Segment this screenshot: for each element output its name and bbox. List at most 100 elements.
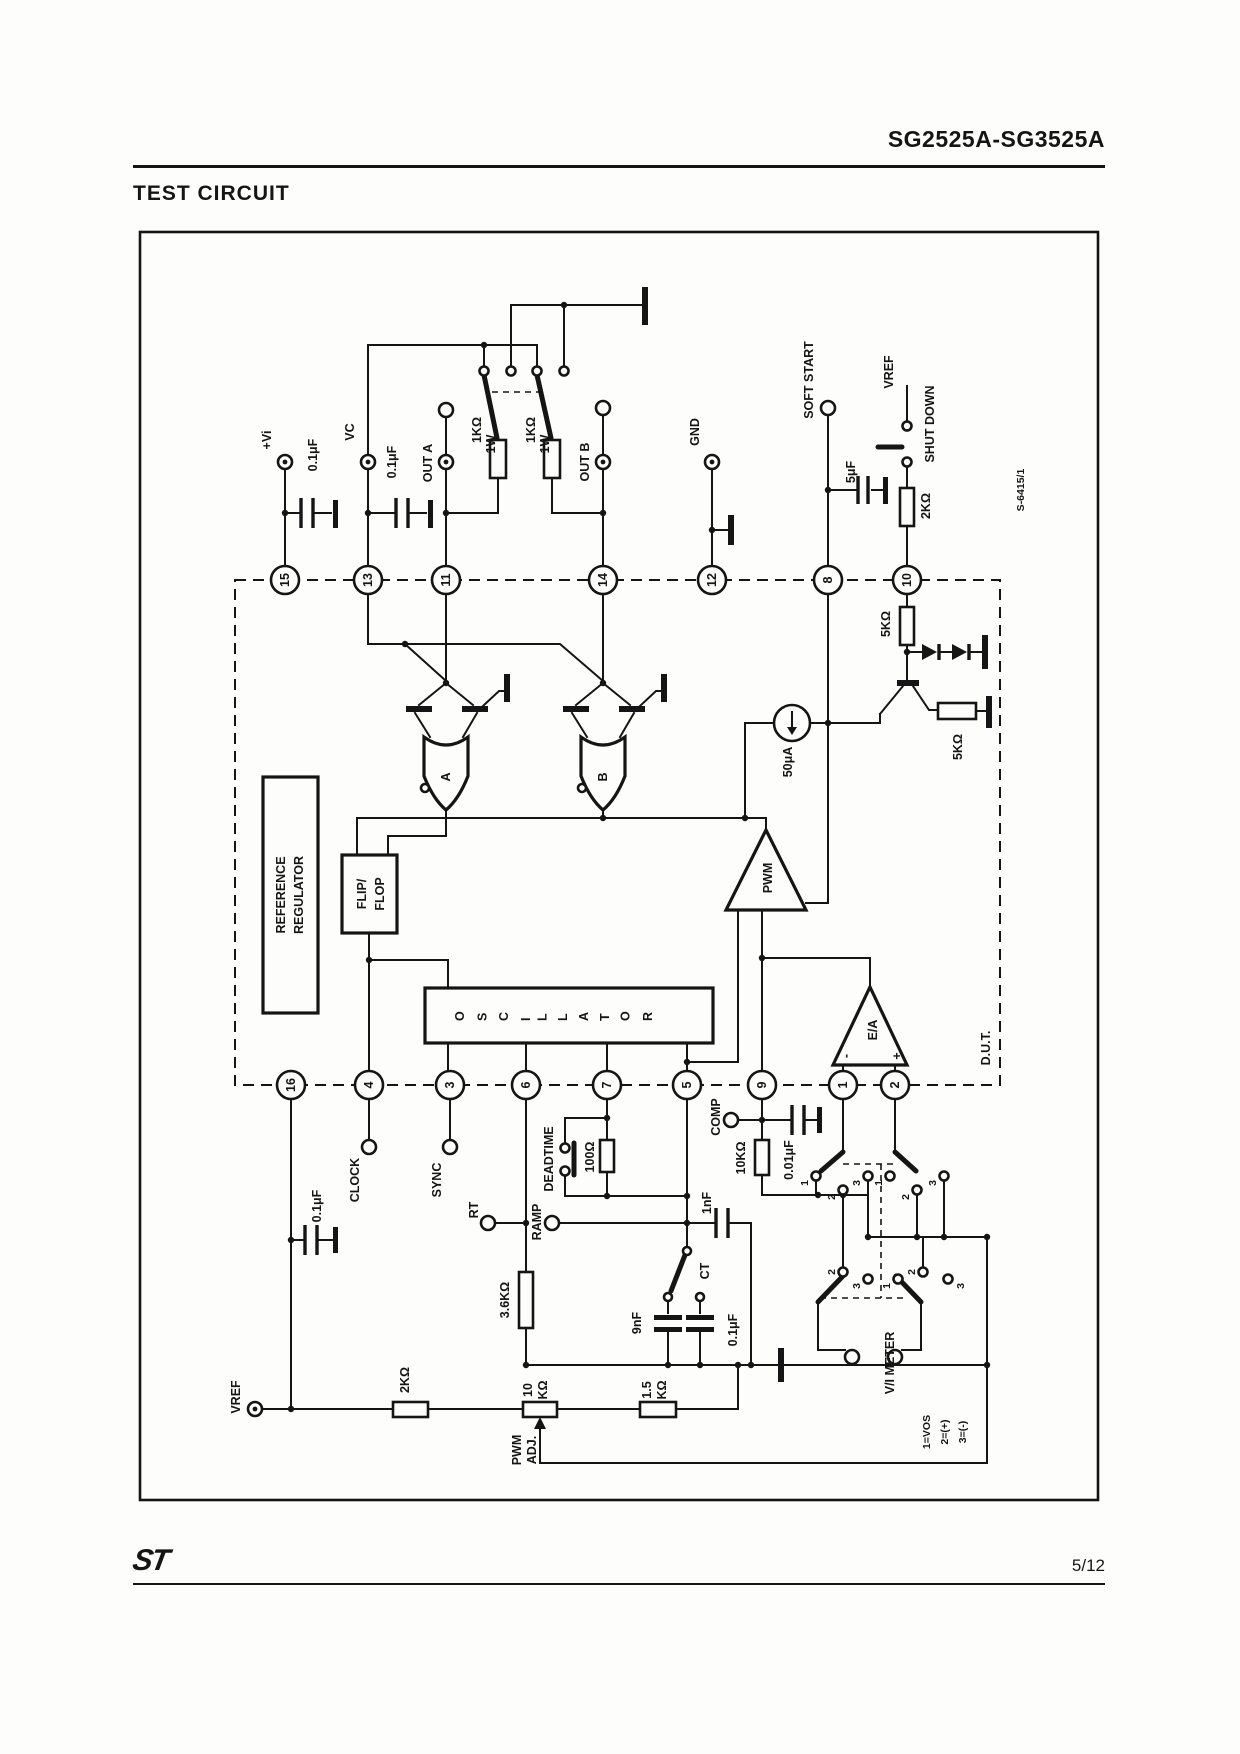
label-pwm-adj-1: PWM — [510, 1435, 524, 1466]
label-ramp: RAMP — [530, 1204, 544, 1241]
cap-ct-a — [654, 1315, 682, 1320]
label-s2-pos1: 1 — [873, 1180, 885, 1186]
resistors — [391, 438, 978, 1419]
resistor-5k-top — [898, 605, 916, 647]
pin-10-number: 10 — [900, 573, 914, 587]
diode-2 — [952, 644, 967, 660]
resistor-load-b — [542, 438, 562, 480]
label-current-source: 50μA — [781, 747, 795, 778]
pin-9-number: 9 — [755, 1081, 769, 1088]
sync-terminal — [441, 1138, 459, 1156]
ground-pin12 — [728, 515, 734, 545]
header-rule — [133, 165, 1105, 168]
capacitors — [299, 476, 870, 1332]
label-gate-a: A — [439, 772, 453, 781]
label-sync: SYNC — [430, 1163, 444, 1198]
label-s3-pos3: 3 — [851, 1283, 863, 1289]
out-a-terminal — [437, 401, 455, 419]
label-vi-meter: V/I METER — [883, 1332, 897, 1395]
label-vref-bottom: VREF — [229, 1380, 243, 1414]
cap-ct-b — [686, 1315, 714, 1320]
pin-13: 13 — [352, 564, 384, 596]
label-vc: VC — [343, 423, 357, 440]
current-source-arrow — [787, 727, 797, 735]
oscillator-block — [423, 986, 715, 1045]
label-r-deadtime: 100Ω — [583, 1142, 597, 1173]
label-cap-comp: 0.01μF — [782, 1140, 796, 1180]
reference-regulator-block — [261, 775, 320, 1015]
label-flop: FLOP — [373, 877, 387, 910]
label-s1-pos1: 1 — [799, 1180, 811, 1186]
ramp-terminal — [543, 1214, 561, 1232]
resistor-load-a — [488, 438, 508, 480]
meter-terminal-2 — [886, 1348, 904, 1366]
label-cap-ct-a: 9nF — [630, 1312, 644, 1335]
label-r1k5-2: KΩ — [655, 1380, 669, 1399]
footer-rule — [133, 1583, 1105, 1585]
label-rt: RT — [467, 1201, 481, 1218]
ground-emitter — [986, 696, 992, 728]
section-title: TEST CIRCUIT — [133, 182, 290, 205]
pin-11: 11 — [430, 564, 462, 596]
ground-bars — [333, 287, 992, 1382]
out-a-jack — [437, 453, 455, 471]
pin-7-number: 7 — [600, 1081, 614, 1088]
label-pot-2: KΩ — [536, 1380, 550, 1399]
pin-14-number: 14 — [596, 573, 610, 587]
label-flip: FLIP/ — [355, 878, 369, 909]
pin-1-number: 1 — [836, 1081, 850, 1088]
page-title: SG2525A-SG3525A — [887, 126, 1105, 152]
pin-14: 14 — [587, 564, 619, 596]
cap-ref — [303, 1225, 319, 1255]
label-load-a: 1KΩ — [470, 417, 484, 443]
switch-contacts — [478, 365, 954, 1303]
pin-4-number: 4 — [362, 1081, 376, 1088]
pin-15-number: 15 — [278, 573, 292, 587]
label-gate-b: B — [596, 772, 610, 781]
label-cap-vc: 0.1μF — [385, 445, 399, 478]
label-load-b: 1KΩ — [524, 417, 538, 443]
label-r-5k-emitter: 5KΩ — [951, 734, 965, 760]
label-deadtime: DEADTIME — [542, 1126, 556, 1191]
diodes — [922, 644, 971, 660]
pin-9: 9 — [746, 1069, 778, 1101]
transistor-b2 — [619, 706, 645, 712]
pwm-comparator — [723, 826, 809, 912]
label-out-b: OUT B — [578, 443, 592, 482]
label-figure-code: S-6415/1 — [1015, 469, 1027, 512]
ground-bottom-rail — [778, 1348, 784, 1382]
pin-8-number: 8 — [821, 576, 835, 583]
label-r-comp: 10KΩ — [734, 1142, 748, 1175]
switch-blades — [481, 372, 924, 1305]
ground-stage-a — [504, 674, 510, 702]
out-b-terminal — [594, 399, 612, 417]
terminals — [246, 399, 904, 1418]
pin-5: 5 — [671, 1069, 703, 1101]
label-cap-ct-b: 0.1μF — [726, 1313, 740, 1346]
pin-2: 2 — [879, 1069, 911, 1101]
label-gnd: GND — [688, 418, 702, 446]
label-ea-minus: - — [839, 1054, 853, 1058]
gnd-jack — [703, 453, 721, 471]
transistor-a1 — [406, 706, 432, 712]
pwm-adj-arrow — [534, 1417, 546, 1429]
label-s4-pos1: 1 — [881, 1283, 893, 1289]
cap-vi — [299, 498, 315, 528]
label-legend-1: 1=VOS — [921, 1415, 933, 1449]
pin-16-number: 16 — [284, 1078, 298, 1092]
vc-jack — [359, 453, 377, 471]
potentiometer-pwm-adj — [521, 1400, 559, 1419]
pin-12: 12 — [696, 564, 728, 596]
label-cap-ref: 0.1μF — [310, 1189, 324, 1222]
load-select-blade-b — [534, 372, 554, 441]
label-legend-3: 3=(-) — [957, 1421, 969, 1443]
resistor-5k-emitter — [936, 701, 978, 721]
page-number: 5/12 — [1071, 1556, 1105, 1575]
label-vref-top: VREF — [882, 355, 896, 389]
cap-ramp — [714, 1208, 730, 1238]
pin-10: 10 — [891, 564, 923, 596]
meter-switch1-blade — [818, 1149, 846, 1174]
cap-vc — [394, 498, 410, 528]
label-r-shutdown: 2KΩ — [919, 493, 933, 519]
